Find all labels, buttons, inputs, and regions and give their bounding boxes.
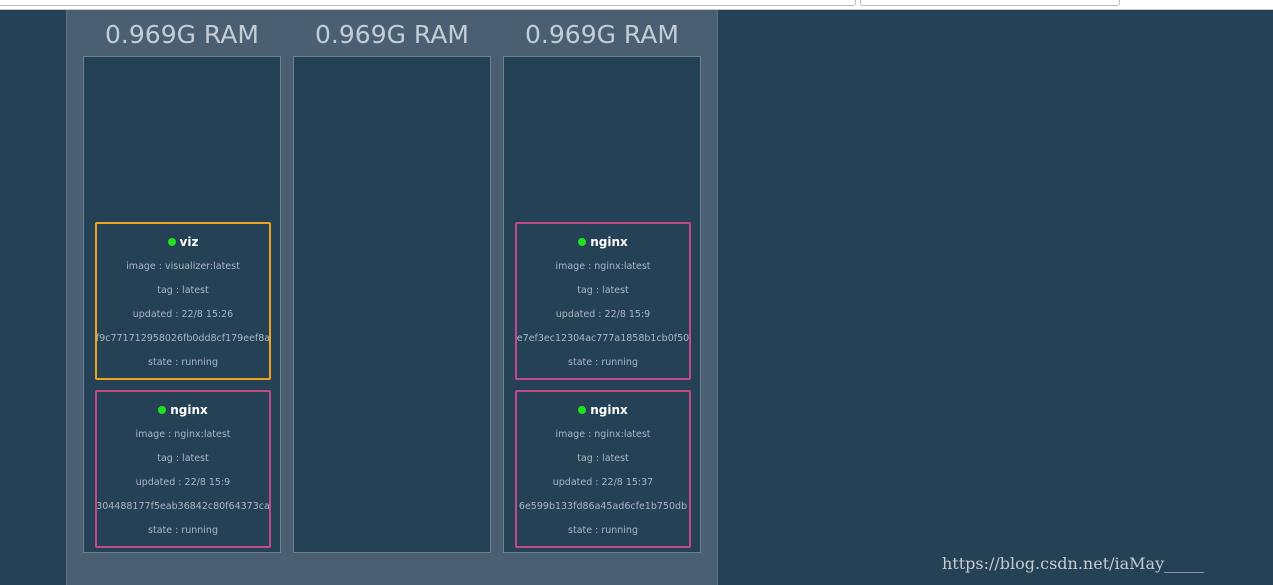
task-title: viz — [97, 235, 269, 249]
node-column: viz image : visualizer:latest tag : late… — [83, 56, 281, 553]
task-image: image : nginx:latest — [555, 429, 651, 440]
task-name: nginx — [170, 403, 208, 417]
task-tag: tag : latest — [577, 285, 629, 296]
task-state: state : running — [148, 525, 218, 536]
browser-toolbar-edge — [0, 0, 1273, 10]
node-ram-header: 0.969G RAM — [105, 20, 259, 49]
task-image: image : nginx:latest — [135, 429, 231, 440]
status-dot-icon — [167, 238, 176, 246]
task-card-viz[interactable]: viz image : visualizer:latest tag : late… — [95, 222, 271, 380]
watermark-text: https://blog.csdn.net/iaMay_____ — [942, 554, 1205, 573]
task-card-nginx[interactable]: nginx image : nginx:latest tag : latest … — [95, 390, 271, 548]
task-name: viz — [179, 235, 199, 249]
status-dot-icon — [578, 406, 587, 414]
task-name: nginx — [590, 403, 628, 417]
status-dot-icon — [578, 238, 587, 246]
task-id: 304488177f5eab36842c80f64373ca — [96, 501, 270, 512]
task-title: nginx — [517, 403, 689, 417]
task-card-nginx[interactable]: nginx image : nginx:latest tag : latest … — [515, 222, 691, 380]
node-ram-header: 0.969G RAM — [315, 20, 469, 49]
task-tag: tag : latest — [577, 453, 629, 464]
task-id: e7ef3ec12304ac777a1858b1cb0f50 — [516, 333, 690, 344]
node-column: nginx image : nginx:latest tag : latest … — [503, 56, 701, 553]
task-id: f9c771712958026fb0dd8cf179eef8a — [95, 333, 271, 344]
swarm-cluster-panel: 0.969G RAM viz image : visualizer:latest… — [66, 10, 718, 585]
task-updated: updated : 22/8 15:9 — [555, 309, 651, 320]
task-id: 6e599b133fd86a45ad6cfe1b750db — [518, 501, 688, 512]
task-image: image : nginx:latest — [555, 261, 651, 272]
task-title: nginx — [97, 403, 269, 417]
node-ram-header: 0.969G RAM — [525, 20, 679, 49]
status-dot-icon — [158, 406, 167, 414]
task-tag: tag : latest — [157, 285, 209, 296]
task-title: nginx — [517, 235, 689, 249]
task-state: state : running — [568, 525, 638, 536]
node-column — [293, 56, 491, 553]
task-updated: updated : 22/8 15:26 — [132, 309, 234, 320]
search-bar[interactable] — [860, 0, 1120, 6]
task-image: image : visualizer:latest — [126, 261, 240, 272]
address-bar[interactable] — [0, 0, 856, 6]
task-name: nginx — [590, 235, 628, 249]
task-state: state : running — [148, 357, 218, 368]
task-card-nginx[interactable]: nginx image : nginx:latest tag : latest … — [515, 390, 691, 548]
task-updated: updated : 22/8 15:9 — [135, 477, 231, 488]
task-tag: tag : latest — [157, 453, 209, 464]
task-state: state : running — [568, 357, 638, 368]
task-updated: updated : 22/8 15:37 — [552, 477, 654, 488]
